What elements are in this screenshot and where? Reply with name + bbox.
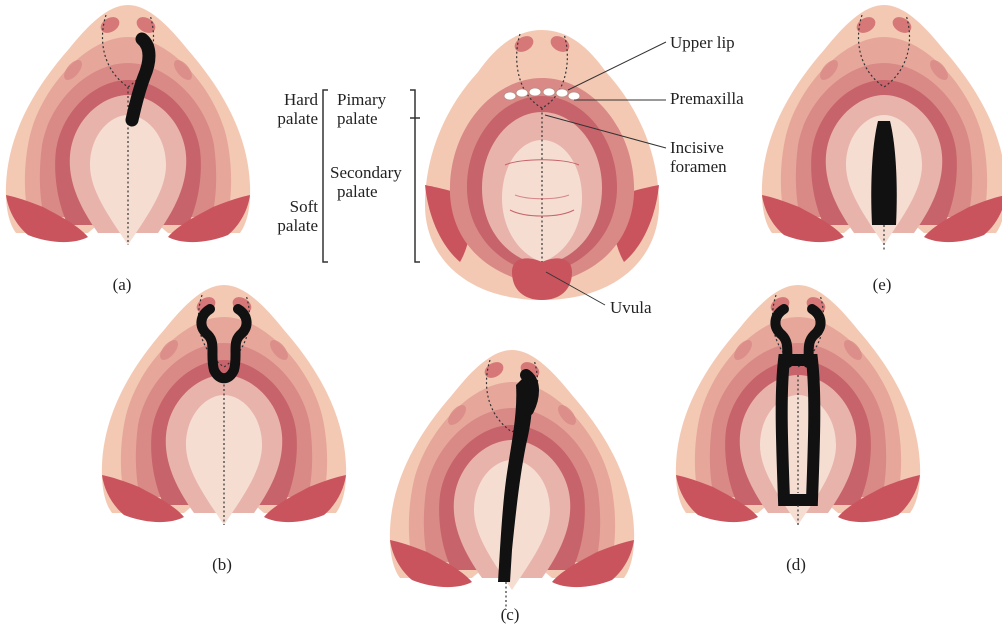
panel-a-label: (a) — [113, 275, 132, 294]
panel-b-label: (b) — [212, 555, 232, 574]
panel-a — [6, 5, 250, 245]
svg-text:palate: palate — [337, 182, 378, 201]
soft-palate-label: Soft palate — [277, 197, 318, 235]
panel-c — [390, 350, 634, 610]
svg-text:Soft: Soft — [290, 197, 319, 216]
svg-text:Hard: Hard — [284, 90, 318, 109]
svg-text:Incisive: Incisive — [670, 138, 724, 157]
hard-palate-label: Hard palate — [277, 90, 318, 128]
svg-text:Secondary: Secondary — [330, 163, 402, 182]
panel-d-label: (d) — [786, 555, 806, 574]
panel-e-label: (e) — [873, 275, 892, 294]
svg-text:foramen: foramen — [670, 157, 727, 176]
svg-text:palate: palate — [277, 109, 318, 128]
secondary-palate-label: Secondary palate — [330, 163, 402, 201]
panel-c-label: (c) — [501, 605, 520, 624]
panel-e-cleft — [871, 121, 897, 225]
reference-palate — [425, 30, 659, 300]
incisive-foramen-label: Incisive foramen — [670, 138, 727, 176]
panel-d — [676, 285, 920, 525]
panel-e — [762, 5, 1002, 250]
svg-text:Pimary: Pimary — [337, 90, 387, 109]
upper-lip-label: Upper lip — [670, 33, 735, 52]
secondary-bracket — [415, 118, 420, 262]
uvula-label: Uvula — [610, 298, 652, 317]
panel-b — [102, 285, 346, 525]
primary-palate-label: Pimary palate — [337, 90, 387, 128]
hard-soft-bracket — [323, 90, 328, 262]
svg-text:palate: palate — [337, 109, 378, 128]
svg-text:palate: palate — [277, 216, 318, 235]
premaxilla-label: Premaxilla — [670, 89, 744, 108]
primary-bracket — [410, 90, 415, 118]
